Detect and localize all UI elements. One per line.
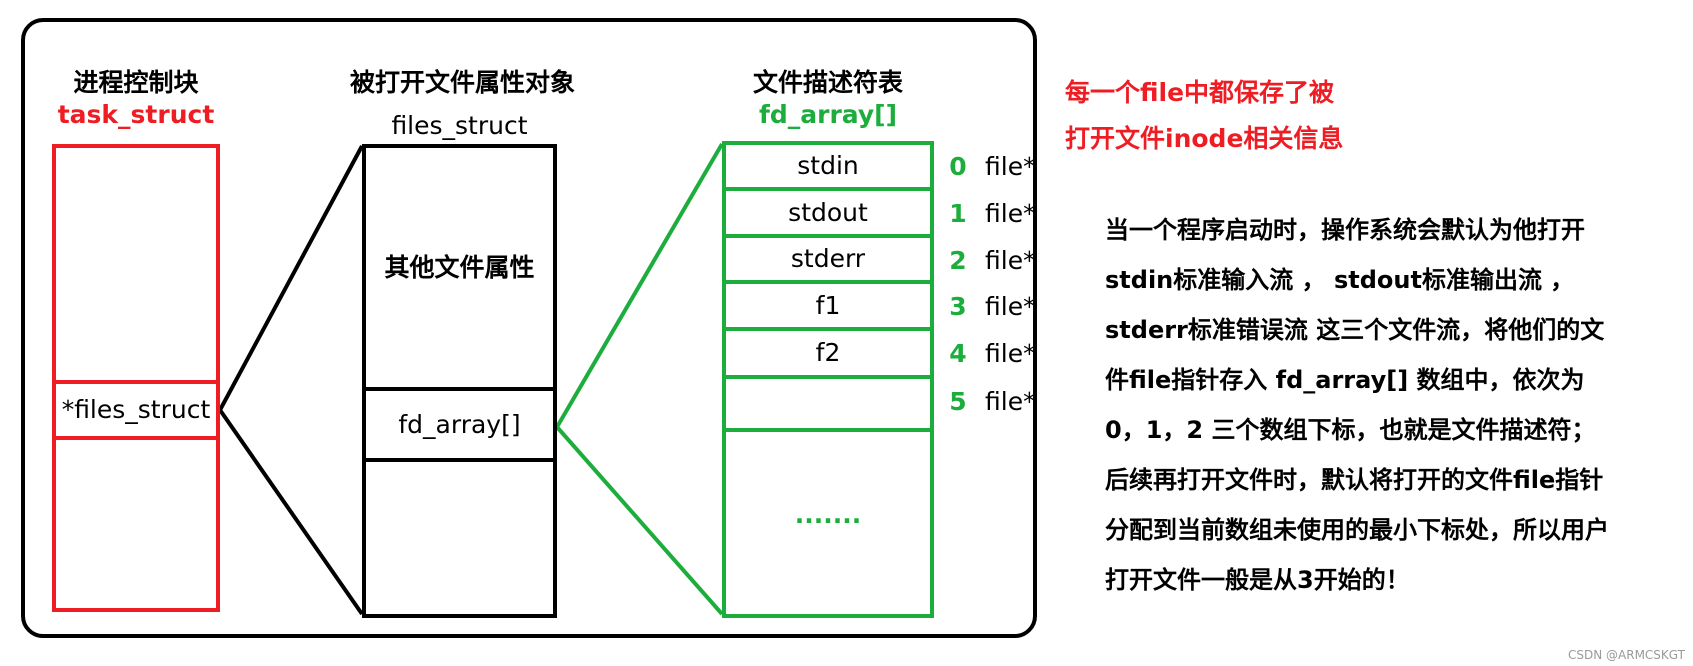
files-subtitle: files_struct bbox=[391, 111, 528, 140]
explanation-line: 打开文件一般是从3开始的！ bbox=[1105, 566, 1410, 594]
green-connector-bottom bbox=[555, 425, 724, 616]
fd-index-number: 5 bbox=[949, 387, 967, 416]
fd-file-pointer: file* bbox=[985, 387, 1036, 416]
files-struct-box bbox=[362, 144, 557, 618]
fd-row-label: stderr bbox=[790, 244, 866, 273]
fd-file-pointer: file* bbox=[985, 246, 1036, 275]
explanation-line: 分配到当前数组未使用的最小下标处，所以用户 bbox=[1105, 516, 1609, 544]
explanation-line: stderr标准错误流 这三个文件流，将他们的文 bbox=[1105, 316, 1605, 344]
watermark: CSDN @ARMCSKGT bbox=[1568, 648, 1685, 662]
files-title: 被打开文件属性对象 bbox=[349, 68, 575, 97]
fd-row-label: stdin bbox=[797, 151, 859, 180]
explanation-line: 0，1，2 三个数组下标，也就是文件描述符； bbox=[1105, 416, 1596, 444]
fd-table-row bbox=[722, 379, 934, 432]
fd-file-pointer: file* bbox=[985, 339, 1036, 368]
inode-note-line: 每一个file中都保存了被 bbox=[1065, 78, 1335, 107]
other-file-attrs: 其他文件属性 bbox=[384, 253, 535, 282]
fd-file-pointer: file* bbox=[985, 199, 1036, 228]
fd-index-number: 1 bbox=[949, 199, 967, 228]
fd-index-number: 3 bbox=[949, 292, 967, 321]
fd-table-row: stdout bbox=[722, 191, 934, 238]
fd-table-row: stderr bbox=[722, 238, 934, 284]
files-pointer-label: *files_struct bbox=[61, 395, 211, 424]
task-title: 进程控制块 bbox=[73, 68, 199, 97]
black-connector-top bbox=[218, 145, 364, 411]
files-pointer-cell bbox=[52, 380, 220, 440]
fd-table bbox=[722, 141, 934, 618]
task-subtitle: task_struct bbox=[57, 100, 215, 129]
explanation-line: 后续再打开文件时，默认将打开的文件file指针 bbox=[1105, 466, 1604, 494]
fd-file-pointer: file* bbox=[985, 292, 1036, 321]
fd-row-label: stdout bbox=[788, 198, 868, 227]
fd-row-label: f1 bbox=[815, 291, 841, 320]
explanation-text: 当一个程序启动时，操作系统会默认为他打开 stdin标准输入流 ， stdout… bbox=[1105, 205, 1609, 605]
fd-table-row: f2 bbox=[722, 331, 934, 379]
fd-table-subtitle: fd_array[] bbox=[758, 100, 898, 129]
fd-index-number: 0 bbox=[949, 152, 967, 181]
fd-file-pointer: file* bbox=[985, 152, 1036, 181]
fd-array-cell-label: fd_array[] bbox=[398, 410, 521, 439]
fd-table-row: f1 bbox=[722, 284, 934, 331]
fd-array-cell bbox=[362, 387, 557, 462]
fd-table-title: 文件描述符表 bbox=[752, 68, 903, 97]
diagram-frame bbox=[21, 18, 1037, 638]
fd-ellipsis: ....... bbox=[794, 500, 862, 529]
explanation-line: stdin标准输入流 ， stdout标准输出流 ， bbox=[1105, 266, 1575, 294]
inode-note-line: 打开文件inode相关信息 bbox=[1065, 124, 1344, 153]
fd-table-row: stdin bbox=[722, 144, 934, 191]
explanation-line: 当一个程序启动时，操作系统会默认为他打开 bbox=[1105, 216, 1585, 244]
black-connector-bottom bbox=[218, 408, 364, 616]
explanation-line: 件file指针存入 fd_array[] 数组中，依次为 bbox=[1105, 366, 1585, 394]
task-struct-box bbox=[52, 144, 220, 612]
green-connector-top bbox=[555, 142, 724, 429]
fd-index-number: 4 bbox=[949, 339, 967, 368]
fd-index-number: 2 bbox=[949, 246, 967, 275]
fd-row-label: f2 bbox=[815, 338, 841, 367]
inode-note: 每一个file中都保存了被 打开文件inode相关信息 bbox=[1065, 70, 1343, 162]
